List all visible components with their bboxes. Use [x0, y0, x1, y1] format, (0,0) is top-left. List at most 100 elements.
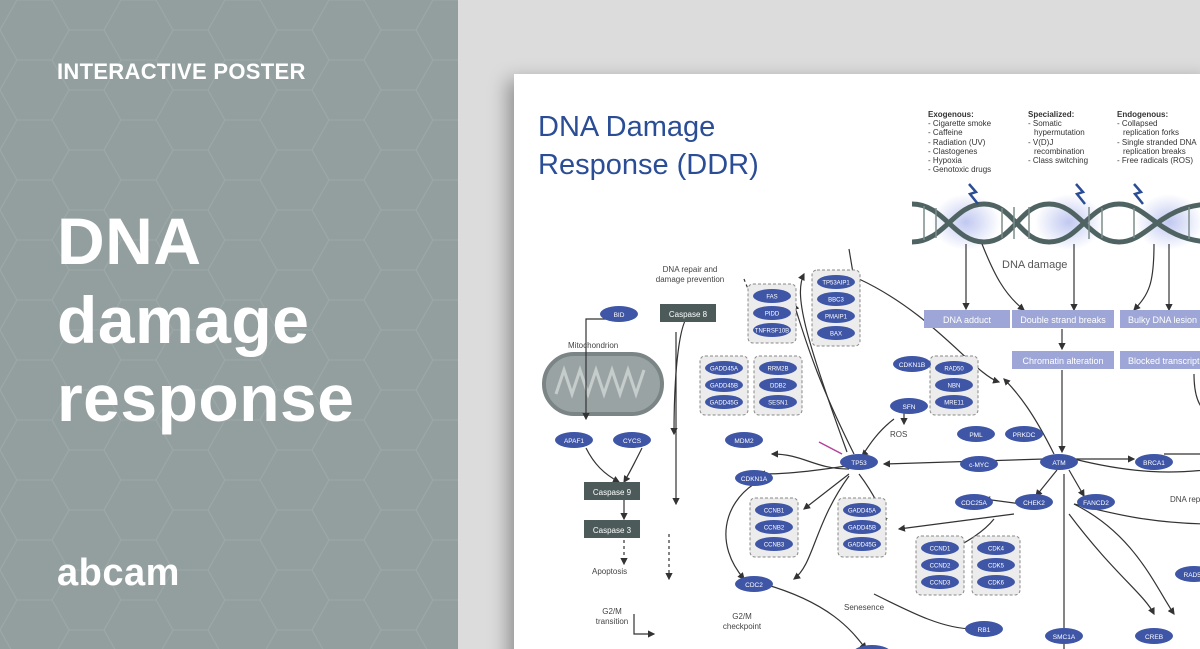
gene-node-mre11[interactable]: MRE11 — [935, 395, 973, 409]
poster-title: DNA Damage Response (DDR) — [538, 109, 759, 184]
gene-node-rb1[interactable]: RB1 — [853, 645, 891, 649]
svg-text:DNA adduct: DNA adduct — [943, 315, 992, 325]
gene-node-creb[interactable]: CREB — [1135, 628, 1173, 644]
gene-node-gadd45g[interactable]: GADD45G — [705, 395, 743, 409]
gene-node-gadd45b[interactable]: GADD45B — [705, 378, 743, 392]
source-item: - Caffeine — [928, 128, 963, 138]
gene-node-cdc2[interactable]: CDC2 — [735, 576, 773, 592]
eyebrow-label: INTERACTIVE POSTER — [57, 59, 306, 84]
pathway-box-bulky-dna-lesion[interactable]: Bulky DNA lesion — [1120, 310, 1200, 328]
source-item: - Collapsed — [1117, 119, 1158, 129]
gene-node-cdk4[interactable]: CDK4 — [977, 541, 1015, 555]
gene-node-apaf1[interactable]: APAF1 — [555, 432, 593, 448]
gene-node-fas[interactable]: FAS — [753, 289, 791, 303]
pathway-box-chromatin-alteration[interactable]: Chromatin alteration — [1012, 351, 1114, 369]
ros-label: ROS — [890, 430, 907, 439]
gene-node-ccnb3[interactable]: CCNB3 — [755, 537, 793, 551]
gene-node-tnfrsf10b[interactable]: TNFRSF10B — [753, 323, 791, 337]
gene-node-gadd45b[interactable]: GADD45B — [843, 520, 881, 534]
gene-node-gadd45a[interactable]: GADD45A — [843, 503, 881, 517]
gene-node-chek2[interactable]: CHEK2 — [1015, 494, 1053, 510]
gene-node-tp53[interactable]: TP53 — [840, 454, 878, 470]
pathway-box-double-strand-breaks[interactable]: Double strand breaks — [1012, 310, 1114, 328]
svg-text:FANCD2: FANCD2 — [1083, 500, 1109, 507]
source-item: - Hypoxia — [928, 155, 962, 165]
gene-node-pmaip1[interactable]: PMAIP1 — [817, 309, 855, 323]
gene-node-ddb2[interactable]: DDB2 — [759, 378, 797, 392]
gene-node-cycs[interactable]: CYCS — [613, 432, 651, 448]
source-heading: Specialized: — [1028, 110, 1075, 119]
gene-node-tp53aip1[interactable]: TP53AIP1 — [817, 275, 855, 289]
source-item: - Class switching — [1028, 155, 1089, 165]
source-item: replication breaks — [1123, 146, 1186, 156]
gene-node-gadd45a[interactable]: GADD45A — [705, 361, 743, 375]
gene-node-ccnd2[interactable]: CCND2 — [921, 558, 959, 572]
gene-node-cdkn1a[interactable]: CDKN1A — [735, 470, 773, 486]
svg-text:GADD45G: GADD45G — [848, 543, 877, 549]
gene-node-pml[interactable]: PML — [957, 426, 995, 442]
gene-node-brca1[interactable]: BRCA1 — [1135, 454, 1173, 470]
svg-text:GADD45G: GADD45G — [710, 401, 739, 407]
gene-node-cdkn1b[interactable]: CDKN1B — [893, 356, 931, 372]
gene-node-mdm2[interactable]: MDM2 — [725, 432, 763, 448]
svg-text:MDM2: MDM2 — [734, 438, 754, 445]
pathway-box-dna-adduct[interactable]: DNA adduct — [924, 310, 1010, 328]
svg-text:BAX: BAX — [830, 332, 842, 338]
gene-node-atm[interactable]: ATM — [1040, 454, 1078, 470]
poster-thumbnail[interactable]: DNA Damage Response (DDR) Exogenous: - C… — [514, 74, 1200, 649]
svg-text:RAD52: RAD52 — [1184, 572, 1200, 579]
poster-title-line: DNA Damage — [538, 111, 716, 143]
poster-title-line: Response (DDR) — [538, 148, 759, 181]
gene-node-rb1[interactable]: RB1 — [965, 621, 1003, 637]
dna-damage-label: DNA damage — [1002, 259, 1067, 271]
gene-node-ccnb2[interactable]: CCNB2 — [755, 520, 793, 534]
gene-node-bid[interactable]: BID — [600, 306, 638, 322]
gene-node-bax[interactable]: BAX — [817, 326, 855, 340]
abcam-logo[interactable]: abcam — [57, 552, 180, 594]
svg-text:MRE11: MRE11 — [944, 401, 964, 407]
gene-node-ccnd3[interactable]: CCND3 — [921, 575, 959, 589]
lightning-bolt-icon — [967, 183, 979, 205]
svg-text:CCNB2: CCNB2 — [764, 526, 785, 532]
svg-text:TP53AIP1: TP53AIP1 — [822, 281, 850, 287]
gene-node-rad52[interactable]: RAD52 — [1175, 566, 1200, 582]
svg-text:SFN: SFN — [903, 404, 916, 411]
gene-node-rrm2b[interactable]: RRM2B — [759, 361, 797, 375]
gene-node-ccnb1[interactable]: CCNB1 — [755, 503, 793, 517]
caspase-8-box[interactable]: Caspase 8 — [660, 304, 716, 322]
gene-node-gadd45g[interactable]: GADD45G — [843, 537, 881, 551]
mitochondrion-illustration — [542, 352, 664, 416]
gene-node-cdk5[interactable]: CDK5 — [977, 558, 1015, 572]
svg-text:CREB: CREB — [1145, 634, 1163, 641]
caspase-3-box[interactable]: Caspase 3 — [584, 520, 640, 538]
svg-text:GADD45B: GADD45B — [710, 384, 738, 390]
gene-node-pidd[interactable]: PIDD — [753, 306, 791, 320]
pathway-box-blocked-transcription[interactable]: Blocked transcripti — [1120, 351, 1200, 369]
svg-text:BID: BID — [614, 312, 625, 319]
gene-node-ccnd1[interactable]: CCND1 — [921, 541, 959, 555]
svg-text:CCND3: CCND3 — [930, 581, 951, 587]
gene-node-fancd2[interactable]: FANCD2 — [1077, 494, 1115, 510]
gene-node-bbc3[interactable]: BBC3 — [817, 292, 855, 306]
svg-text:CDKN1B: CDKN1B — [899, 362, 925, 369]
gene-node-c-myc[interactable]: c-MYC — [960, 456, 998, 472]
gene-node-smc1a[interactable]: SMC1A — [1045, 628, 1083, 644]
gene-node-cdk6[interactable]: CDK6 — [977, 575, 1015, 589]
svg-text:FAS: FAS — [766, 295, 777, 301]
source-column-endogenous: Endogenous: - Collapsed replication fork… — [1117, 110, 1197, 165]
caspase-9-box[interactable]: Caspase 9 — [584, 482, 640, 500]
gene-node-rad50[interactable]: RAD50 — [935, 361, 973, 375]
source-item: - Free radicals (ROS) — [1117, 155, 1194, 165]
gene-node-cdc25a[interactable]: CDC25A — [955, 494, 993, 510]
banner-title-line: response — [57, 361, 355, 436]
gene-node-nbn[interactable]: NBN — [935, 378, 973, 392]
banner-panel: INTERACTIVE POSTER DNA damage response a… — [0, 0, 458, 649]
gene-node-sesn1[interactable]: SESN1 — [759, 395, 797, 409]
gene-node-sfn[interactable]: SFN — [890, 398, 928, 414]
gene-node-prkdc[interactable]: PRKDC — [1005, 426, 1043, 442]
